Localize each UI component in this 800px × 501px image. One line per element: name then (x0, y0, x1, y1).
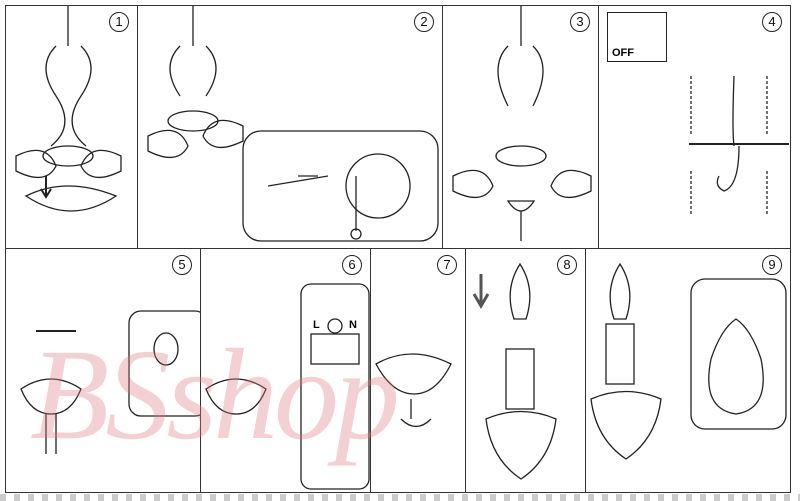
step-number: 1 (109, 12, 129, 32)
crystal-hang-drawing (590, 262, 787, 460)
step-9-panel: 9 (585, 248, 791, 493)
chandelier-canopy-drawing (452, 6, 592, 241)
step-number: 6 (342, 255, 362, 275)
step-3-panel: 3 (442, 5, 599, 249)
step-number: 9 (762, 255, 782, 275)
live-terminal-label: L (313, 319, 320, 331)
step-6-panel: L N 6 (200, 248, 371, 493)
power-switch-illustration: OFF (607, 12, 667, 62)
terminal-block-drawing (205, 283, 370, 490)
step-number: 2 (414, 12, 434, 32)
step-number: 4 (762, 12, 782, 32)
step-4-panel: OFF 4 (598, 5, 791, 249)
hanging-hook-drawing (20, 310, 200, 454)
step-number: 8 (557, 255, 577, 275)
chandelier-drawing (15, 6, 122, 212)
bottom-divider (0, 494, 800, 501)
wiring-detail-drawing (147, 6, 439, 242)
canopy-attach-drawing (375, 353, 452, 428)
bulb-install-drawing (472, 262, 557, 480)
step-number: 3 (570, 12, 590, 32)
step-8-panel: 8 (465, 248, 586, 493)
step-number: 5 (172, 255, 192, 275)
ceiling-hook-mounting-drawing (689, 75, 789, 216)
step-2-panel: 2 (137, 5, 443, 249)
step-7-panel: 7 (370, 248, 466, 493)
off-label: OFF (612, 47, 634, 59)
step-number: 7 (437, 255, 457, 275)
neutral-terminal-label: N (349, 319, 357, 331)
step-5-panel: 5 (5, 248, 201, 493)
step-1-panel: 1 (5, 5, 138, 249)
